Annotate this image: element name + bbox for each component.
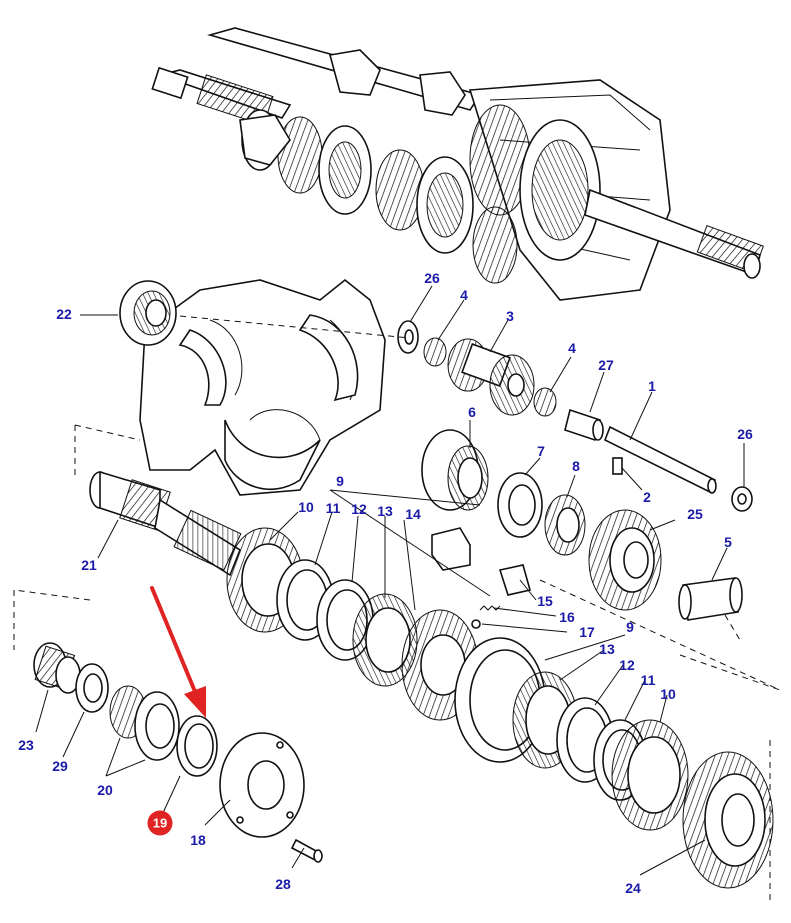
callout-20: 20	[97, 782, 113, 798]
callout-23: 23	[18, 737, 34, 753]
callout-21: 21	[81, 557, 97, 573]
callout-8: 8	[572, 458, 580, 474]
highlight-arrow	[150, 586, 206, 718]
callout-6: 6	[468, 404, 476, 420]
callout-26-right: 26	[737, 426, 753, 442]
callout-2: 2	[643, 489, 651, 505]
callout-3: 3	[506, 308, 514, 324]
parts-upper	[119, 280, 753, 621]
bearing-carrier-housing	[139, 278, 386, 496]
callout-5: 5	[724, 534, 732, 550]
callout-12-right: 12	[619, 657, 635, 673]
callout-27: 27	[598, 357, 614, 373]
highlighted-callout-19: 19	[147, 810, 173, 836]
callout-9-lower: 9	[626, 619, 634, 635]
callout-17: 17	[579, 624, 595, 640]
callout-9-upper: 9	[336, 473, 344, 489]
callout-13-left: 13	[377, 503, 393, 519]
callout-22: 22	[56, 306, 72, 322]
callout-26-upper: 26	[424, 270, 440, 286]
parts-lower-left	[33, 642, 323, 863]
callout-4-right: 4	[568, 340, 576, 356]
assembled-gearbox	[151, 27, 764, 301]
callout-18: 18	[190, 832, 206, 848]
callout-11-left: 11	[325, 500, 341, 516]
callout-13-right: 13	[599, 641, 615, 657]
callout-28: 28	[275, 876, 291, 892]
mainshaft-synchro-parts	[89, 470, 774, 889]
callout-1: 1	[648, 378, 656, 394]
callout-25: 25	[687, 506, 703, 522]
callout-10-left: 10	[298, 499, 314, 515]
callout-24: 24	[625, 880, 641, 896]
callout-10-right: 10	[660, 686, 676, 702]
callout-11-right: 11	[640, 672, 656, 688]
callout-15: 15	[537, 593, 553, 609]
callout-12-left: 12	[351, 501, 367, 517]
center-lines	[13, 315, 781, 900]
leader-lines	[35, 285, 745, 876]
callout-4-left: 4	[460, 287, 468, 303]
callout-29: 29	[52, 758, 68, 774]
callout-16: 16	[559, 609, 575, 625]
callout-7: 7	[537, 443, 545, 459]
callout-14: 14	[405, 506, 421, 522]
